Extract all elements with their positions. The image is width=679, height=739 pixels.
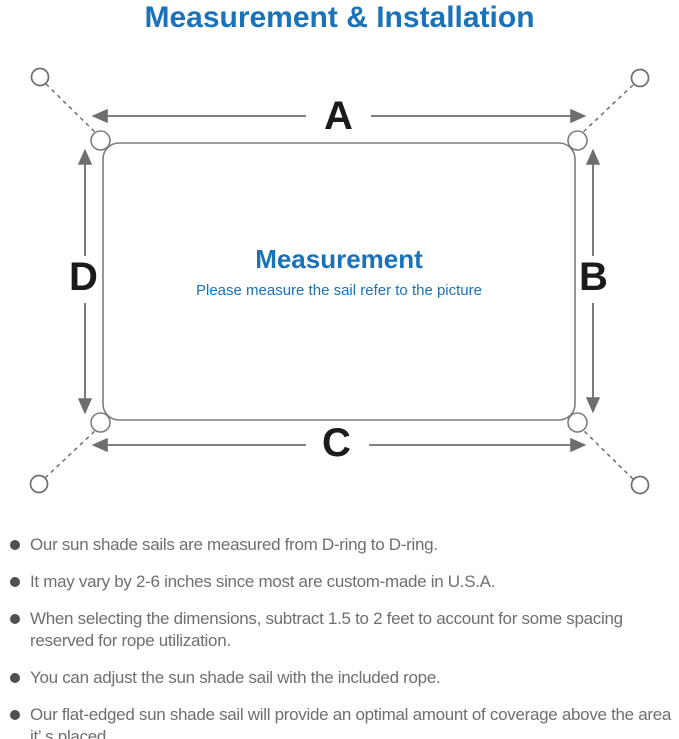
note-item: You can adjust the sun shade sail with t…	[10, 667, 672, 689]
note-item: It may vary by 2-6 inches since most are…	[10, 571, 672, 593]
dimension-label-a: A	[324, 94, 353, 138]
anchor-ring-icon	[630, 68, 650, 88]
tether-dashed-line	[44, 428, 98, 479]
d-ring-icon	[567, 412, 588, 433]
note-text: Our sun shade sails are measured from D-…	[30, 535, 438, 554]
dimension-label-c: C	[322, 421, 351, 465]
bullet-dot-icon	[10, 710, 20, 720]
sail-center-text: Measurement Please measure the sail refe…	[103, 244, 575, 299]
note-text: It may vary by 2-6 inches since most are…	[30, 572, 496, 591]
bullet-dot-icon	[10, 673, 20, 683]
note-item: Our flat-edged sun shade sail will provi…	[10, 704, 672, 739]
bullet-dot-icon	[10, 540, 20, 550]
note-text: When selecting the dimensions, subtract …	[30, 609, 623, 650]
page-title: Measurement & Installation	[144, 1, 535, 34]
tether-dashed-line	[580, 84, 634, 135]
d-ring-icon	[90, 130, 111, 151]
measurement-heading: Measurement	[255, 244, 423, 274]
dimension-label-d: D	[69, 255, 98, 299]
note-item: When selecting the dimensions, subtract …	[10, 608, 672, 652]
notes-list: Our sun shade sails are measured from D-…	[10, 534, 672, 739]
d-ring-icon	[90, 412, 111, 433]
dimension-label-b: B	[579, 255, 608, 299]
anchor-ring-icon	[29, 474, 49, 494]
note-item: Our sun shade sails are measured from D-…	[10, 534, 672, 556]
measurement-subtitle: Please measure the sail refer to the pic…	[196, 282, 482, 299]
anchor-ring-icon	[630, 475, 650, 495]
tether-dashed-line	[45, 83, 98, 135]
note-text: You can adjust the sun shade sail with t…	[30, 668, 441, 687]
note-text: Our flat-edged sun shade sail will provi…	[30, 705, 672, 739]
anchor-ring-icon	[30, 67, 50, 87]
tether-dashed-line	[581, 428, 634, 480]
d-ring-icon	[567, 130, 588, 151]
bullet-dot-icon	[10, 614, 20, 624]
bullet-dot-icon	[10, 577, 20, 587]
sail-outline	[102, 142, 576, 421]
measurement-diagram	[29, 67, 650, 495]
